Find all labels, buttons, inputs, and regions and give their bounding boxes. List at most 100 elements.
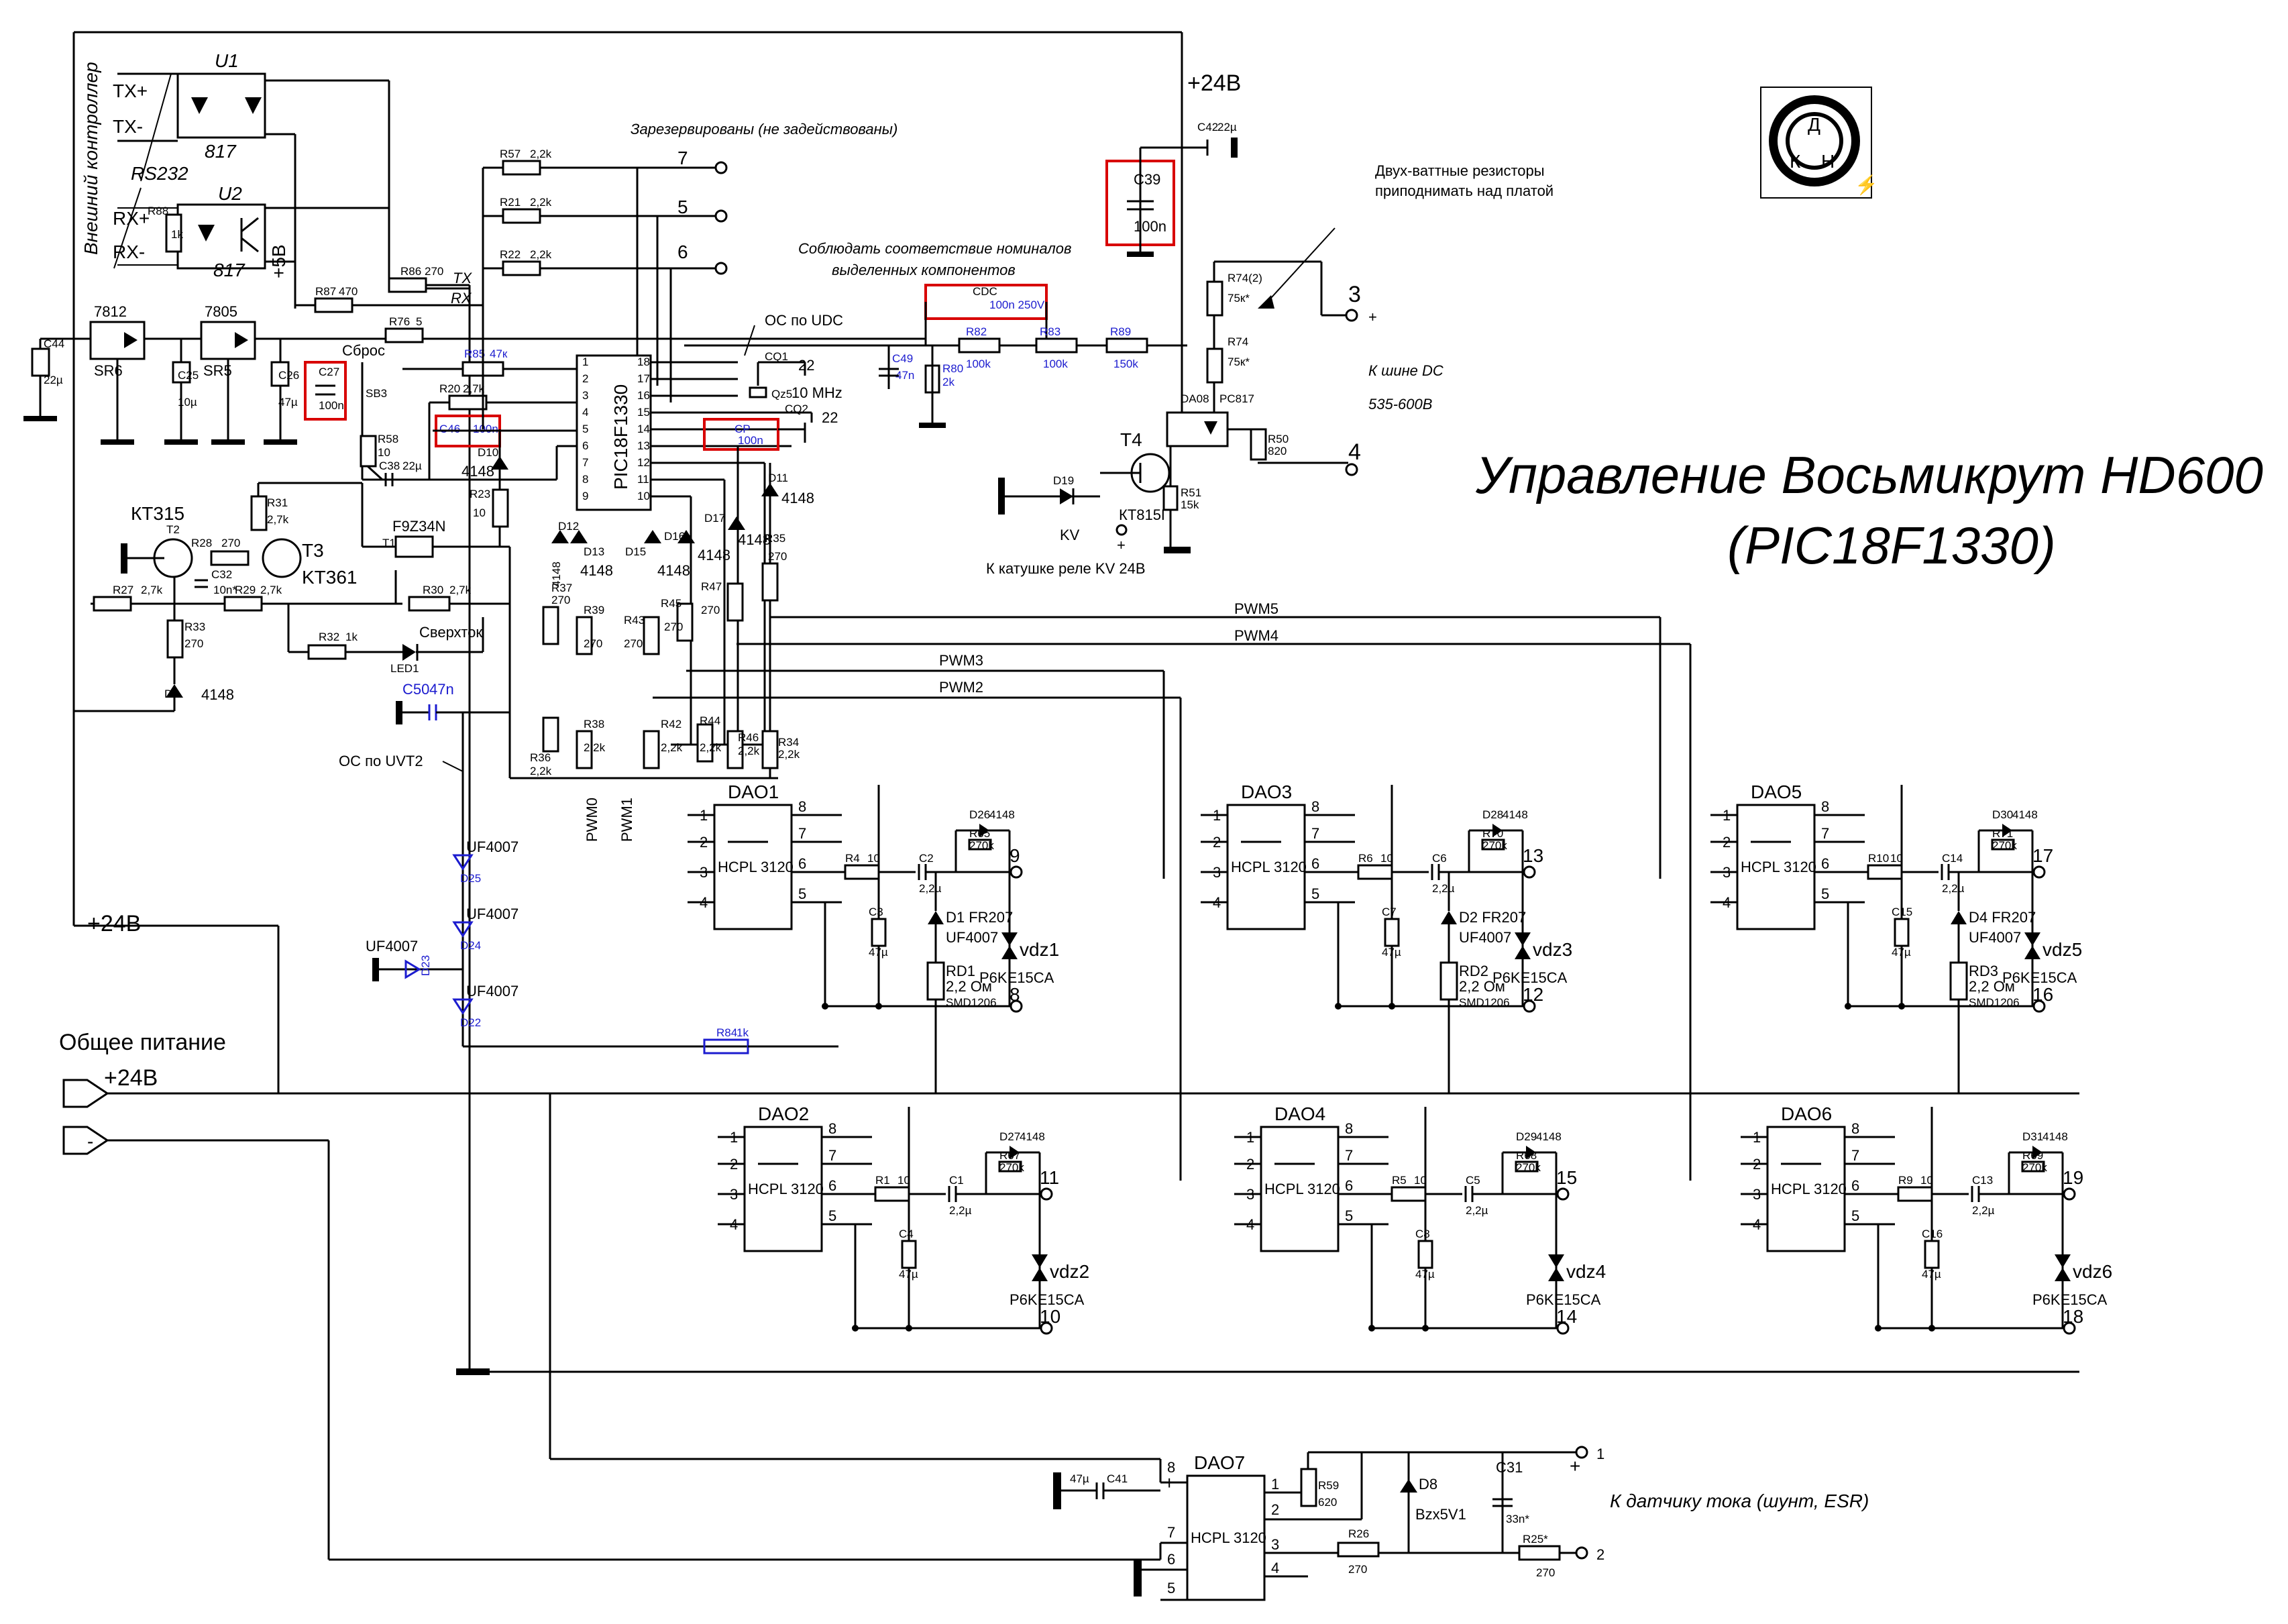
svg-text:10: 10 xyxy=(1380,852,1393,865)
arrow-icon xyxy=(1258,295,1274,309)
svg-text:C5: C5 xyxy=(1466,1174,1480,1187)
r39-resistor xyxy=(576,616,593,655)
svg-text:100k: 100k xyxy=(1043,358,1068,370)
svg-text:R58: R58 xyxy=(378,433,398,445)
supply-capacitor xyxy=(1417,1240,1433,1269)
r74-2-resistor xyxy=(1206,280,1223,317)
r37-resistor xyxy=(542,606,559,645)
output-terminal[interactable] xyxy=(2032,865,2046,879)
svg-text:SMD1206: SMD1206 xyxy=(946,996,997,1009)
svg-text:270: 270 xyxy=(551,594,570,606)
return-terminal[interactable] xyxy=(1040,1321,1053,1335)
r28-resistor xyxy=(210,550,250,566)
da08-optocoupler xyxy=(1166,411,1229,447)
svg-text:6: 6 xyxy=(828,1177,836,1194)
dc-bus-pin-3[interactable] xyxy=(1345,309,1358,322)
r88-resistor xyxy=(165,213,182,253)
svg-text:2,2 Ом: 2,2 Ом xyxy=(946,978,992,995)
svg-text:1: 1 xyxy=(582,356,588,368)
current-sensor-pin-2[interactable] xyxy=(1575,1546,1588,1560)
svg-text:CDC: CDC xyxy=(973,285,997,298)
svg-text:7: 7 xyxy=(1345,1147,1353,1164)
svg-text:+: + xyxy=(1368,309,1377,325)
svg-text:14: 14 xyxy=(1556,1306,1577,1327)
svg-text:5: 5 xyxy=(828,1207,836,1224)
svg-text:270: 270 xyxy=(221,537,240,549)
external-controller-label: Внешний контроллер xyxy=(80,62,101,255)
pwm3-label: PWM3 xyxy=(939,652,983,669)
output-terminal[interactable] xyxy=(1010,865,1023,879)
d17-diode xyxy=(728,517,745,530)
svg-text:4148: 4148 xyxy=(1020,1130,1045,1143)
reserved-pin-6[interactable] xyxy=(714,262,728,275)
dc-bus-pin-4[interactable] xyxy=(1345,463,1358,476)
svg-text:22: 22 xyxy=(822,409,838,426)
output-terminal[interactable] xyxy=(2063,1187,2076,1201)
r29-resistor xyxy=(223,596,263,612)
svg-text:270: 270 xyxy=(624,637,643,650)
svg-text:2,2k: 2,2k xyxy=(530,765,552,777)
svg-text:13: 13 xyxy=(637,439,650,452)
output-terminal[interactable] xyxy=(1556,1187,1570,1201)
svg-text:D16: D16 xyxy=(664,530,685,543)
dao-name: DAO3 xyxy=(1241,781,1292,802)
return-terminal[interactable] xyxy=(1010,999,1023,1013)
svg-text:D13: D13 xyxy=(584,545,604,558)
dao-part: HCPL 3120 xyxy=(748,1181,824,1197)
svg-text:2,2µ: 2,2µ xyxy=(1972,1204,1995,1217)
relay-plus-terminal[interactable] xyxy=(1115,524,1128,536)
return-terminal[interactable] xyxy=(2063,1321,2076,1335)
cp-highlight xyxy=(703,418,779,451)
rd-resistor xyxy=(1949,961,1968,1001)
return-terminal[interactable] xyxy=(1523,999,1536,1013)
reserved-pin-7[interactable] xyxy=(714,161,728,174)
svg-text:R38: R38 xyxy=(584,718,604,730)
r59-resistor xyxy=(1300,1468,1317,1507)
svg-text:4148: 4148 xyxy=(1536,1130,1562,1143)
svg-text:D23: D23 xyxy=(419,955,432,976)
svg-text:3: 3 xyxy=(1271,1536,1279,1553)
svg-text:2,2k: 2,2k xyxy=(530,248,552,261)
svg-text:2,2 Ом: 2,2 Ом xyxy=(1969,978,2015,995)
svg-text:47µ: 47µ xyxy=(278,396,298,409)
svg-text:8: 8 xyxy=(1345,1120,1353,1137)
supply-capacitor xyxy=(1924,1240,1940,1269)
svg-text:7: 7 xyxy=(1167,1524,1175,1541)
svg-text:R47: R47 xyxy=(701,580,722,593)
svg-text:R80: R80 xyxy=(942,362,963,375)
svg-text:2k: 2k xyxy=(942,376,955,388)
r43-resistor xyxy=(643,616,660,655)
svg-text:D22: D22 xyxy=(460,1016,481,1029)
svg-text:4: 4 xyxy=(582,406,588,419)
output-terminal[interactable] xyxy=(1040,1187,1053,1201)
svg-text:5: 5 xyxy=(1311,885,1319,902)
return-terminal[interactable] xyxy=(2032,999,2046,1013)
svg-text:5: 5 xyxy=(582,423,588,435)
svg-text:4148: 4148 xyxy=(781,490,814,506)
svg-text:vdz5: vdz5 xyxy=(2042,939,2082,960)
svg-text:R33: R33 xyxy=(184,620,205,633)
u2-led-icon xyxy=(198,225,215,241)
return-terminal[interactable] xyxy=(1556,1321,1570,1335)
gate-resistor xyxy=(1897,1186,1933,1202)
svg-text:UF4007: UF4007 xyxy=(366,938,418,955)
output-terminal[interactable] xyxy=(1523,865,1536,879)
svg-text:R76: R76 xyxy=(389,315,410,328)
r89-resistor xyxy=(1105,337,1148,354)
dc-bus-network: Двух-ваттные резисторы приподнимать над … xyxy=(1166,162,1554,476)
current-sensor-pin-1[interactable] xyxy=(1575,1446,1588,1459)
rd-resistor xyxy=(1439,961,1458,1001)
svg-text:6: 6 xyxy=(1311,855,1319,872)
common-supply-voltage: +24В xyxy=(104,1065,158,1091)
svg-text:R26: R26 xyxy=(1348,1527,1369,1540)
crystal-network: Соблюдать соответствие номиналов выделен… xyxy=(703,240,1072,451)
u2-part: 817 xyxy=(213,260,246,280)
reset-label: Сброс xyxy=(342,342,385,359)
svg-text:270: 270 xyxy=(584,637,602,650)
svg-text:8: 8 xyxy=(828,1120,836,1137)
reserved-pin-5[interactable] xyxy=(714,209,728,223)
logo: Д К Н ⚡ xyxy=(1760,87,1878,199)
